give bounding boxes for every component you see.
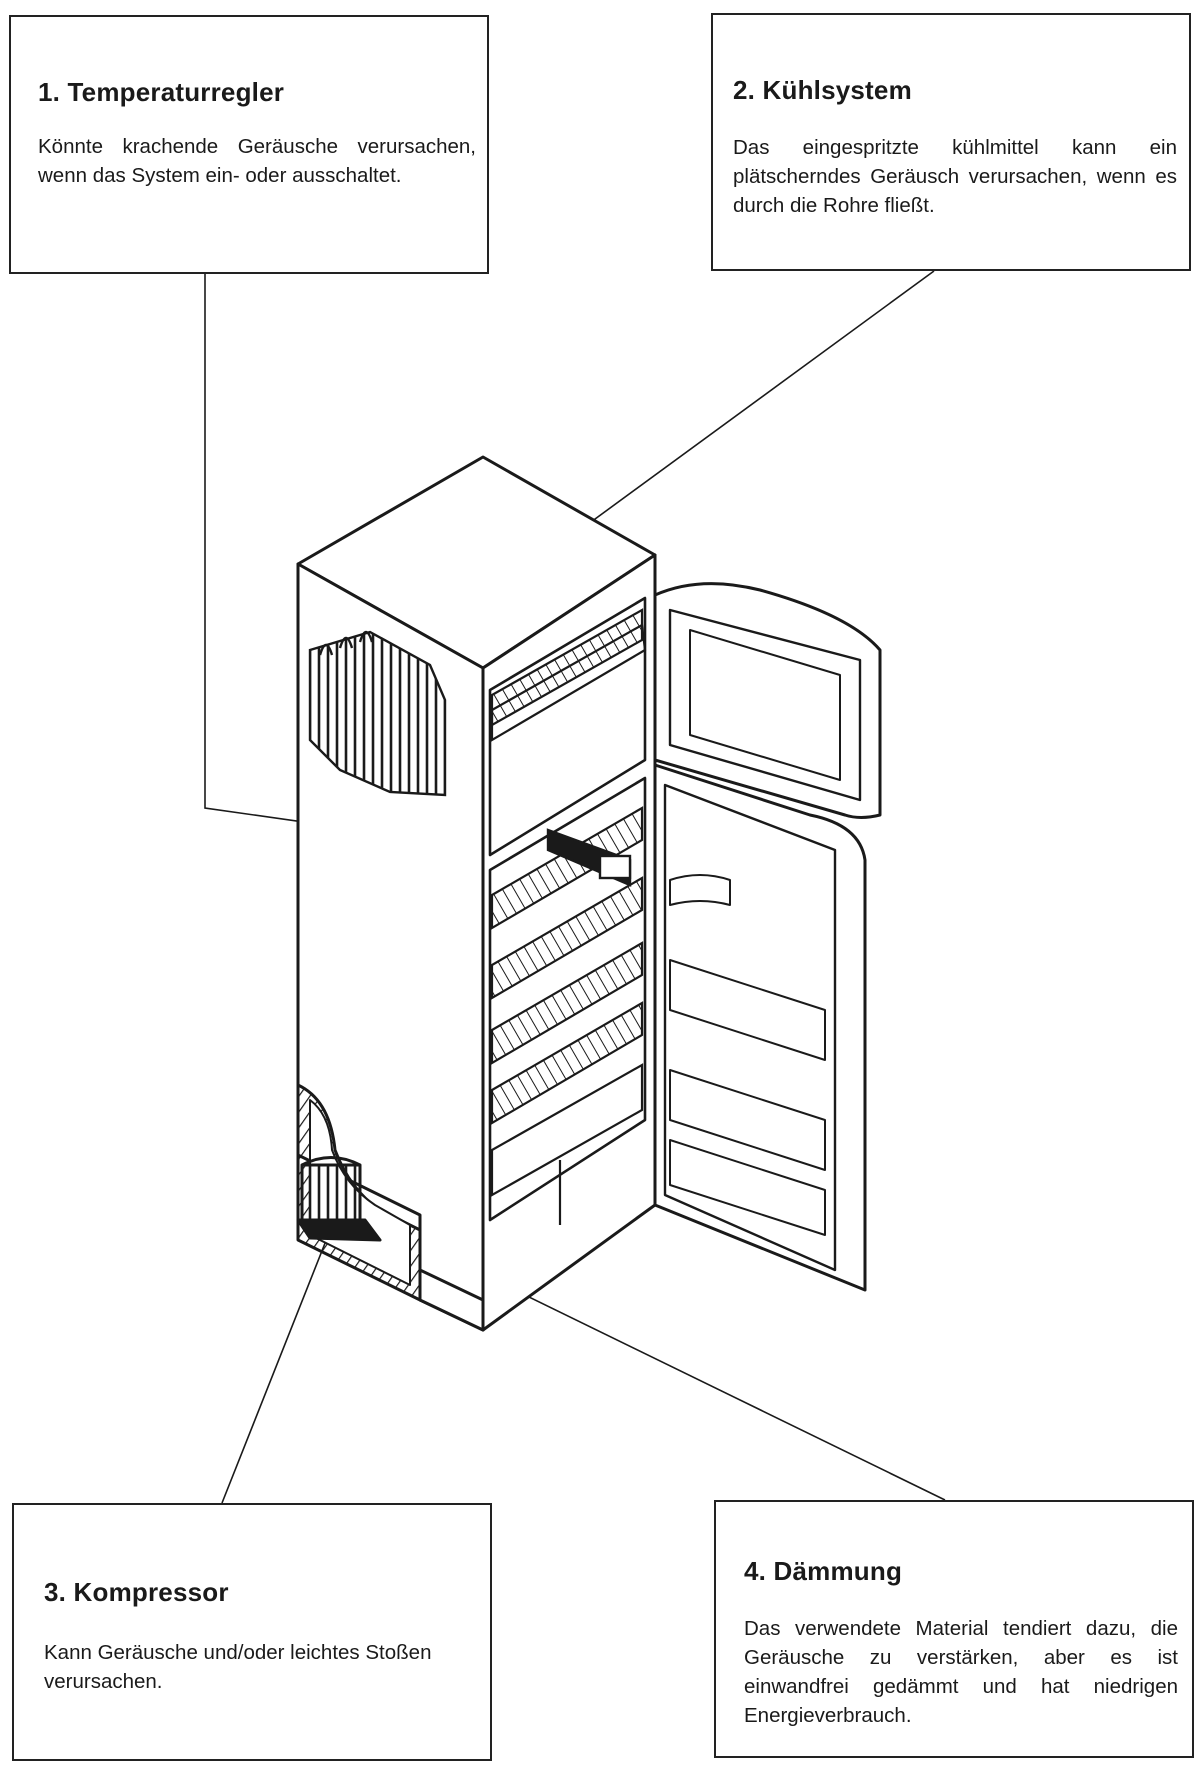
callout-text: Das eingespritzte kühlmittel kann ein pl… <box>733 136 1177 217</box>
callout-temperature-control: 1. Temperaturregler Könnte krachende Ger… <box>9 15 489 274</box>
callout-insulation: 4. Dämmung Das verwendete Material tendi… <box>714 1500 1194 1758</box>
callout-title: 3. Kompressor <box>44 1577 229 1607</box>
leader-compressor <box>221 1217 336 1504</box>
fridge-door <box>653 763 867 1292</box>
callout-cooling-system: 2. Kühlsystem Das eingespritzte kühlmitt… <box>711 13 1191 271</box>
callout-text: Das verwendete Material tendiert dazu, d… <box>744 1617 1178 1727</box>
callout-title: 1. Temperaturregler <box>38 77 285 107</box>
callout-text: Könnte krachende Geräusche verursachen, … <box>38 135 476 187</box>
callout-compressor: 3. Kompressor Kann Geräusche und/oder le… <box>12 1503 492 1761</box>
compressor <box>296 1156 382 1242</box>
freezer-shelves <box>490 608 647 742</box>
callout-text: Kann Geräusche und/oder leichtes Stoßen … <box>44 1641 432 1693</box>
condenser-coil <box>308 630 447 797</box>
base-section <box>296 1083 485 1332</box>
freezer-door <box>653 582 882 819</box>
callout-title: 2. Kühlsystem <box>733 75 912 105</box>
leader-insulation <box>489 1277 946 1501</box>
fridge-shelves <box>490 806 644 1225</box>
callout-title: 4. Dämmung <box>744 1556 903 1586</box>
thermostat <box>546 828 632 887</box>
freezer-compartment <box>488 596 647 857</box>
